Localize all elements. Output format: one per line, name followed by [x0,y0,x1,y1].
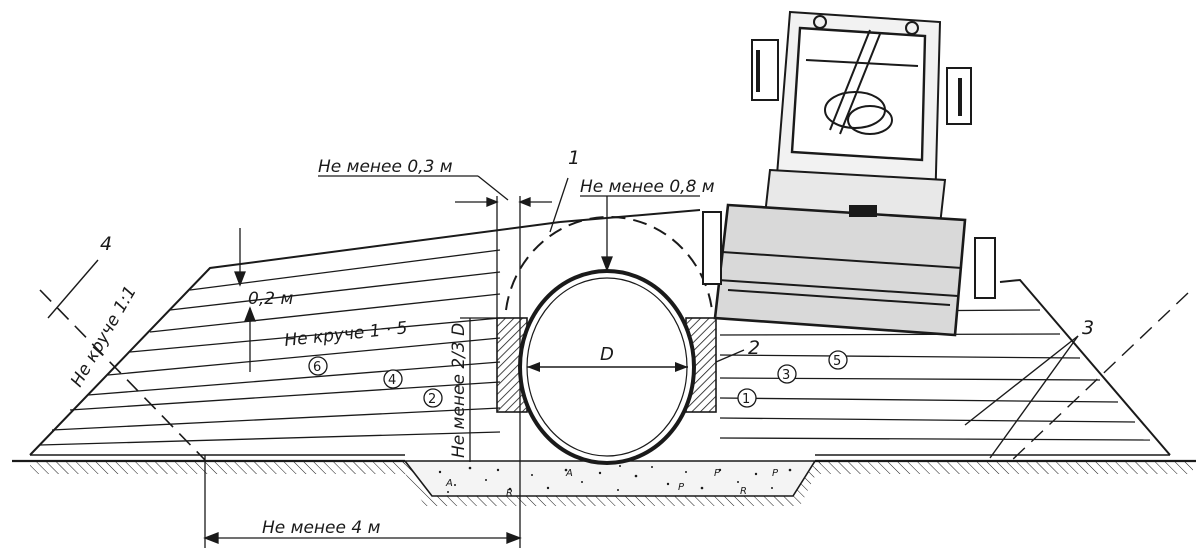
clearance-arc [505,215,713,311]
dimension-guides [203,175,552,548]
svg-text:2: 2 [428,392,436,407]
layer-number-5: 5 [828,350,848,370]
svg-text:R: R [740,486,747,497]
dimension-02 [234,228,256,372]
dimension-08 [580,195,700,272]
road-roller [702,10,996,337]
layer-number-4: 4 [383,369,403,389]
pipe [518,269,696,465]
svg-text:A: A [445,478,453,489]
layer-number-1: 1 [737,388,757,408]
svg-text:1: 1 [742,392,750,407]
svg-text:6: 6 [313,360,321,375]
slope-1-1-line [39,259,206,461]
label-not-steeper-11: Не круче 1:1 [67,283,141,391]
label-min-08: Не менее 0,8 м [580,177,715,197]
callout-4: 4 [100,233,112,255]
callout-1: 1 [568,147,580,169]
dimension-2-3D [460,317,497,462]
svg-text:4: 4 [388,373,396,388]
label-diameter: D [600,344,614,365]
fill-layers [39,249,1151,446]
callout-3: 3 [1082,317,1094,339]
label-not-steeper-15: Не круче 1 · 5 [283,318,408,351]
svg-text:A: A [565,468,573,479]
callout-2: 2 [748,337,760,359]
svg-text:P: P [772,468,779,479]
callout-3-lines [964,292,1189,463]
sand-bedding: A R A P P R P [403,460,817,499]
layer-number-3: 3 [777,364,797,384]
label-min-2-3D: Не менее 2/3 D [449,323,469,458]
svg-text:R: R [506,488,513,499]
label-min-4m: Не менее 4 м [262,518,381,538]
svg-text:P: P [714,468,721,479]
label-min-03: Не менее 0,3 м [318,157,453,177]
layer-number-6: 6 [308,356,328,376]
embankment-outline [29,209,1171,456]
callout-leaders [549,177,745,363]
svg-text:P: P [678,482,685,493]
ground [12,459,1196,506]
svg-text:3: 3 [782,368,790,383]
label-layer-02: 0,2 м [248,289,293,309]
svg-text:5: 5 [833,354,841,369]
layer-number-2: 2 [423,388,443,408]
